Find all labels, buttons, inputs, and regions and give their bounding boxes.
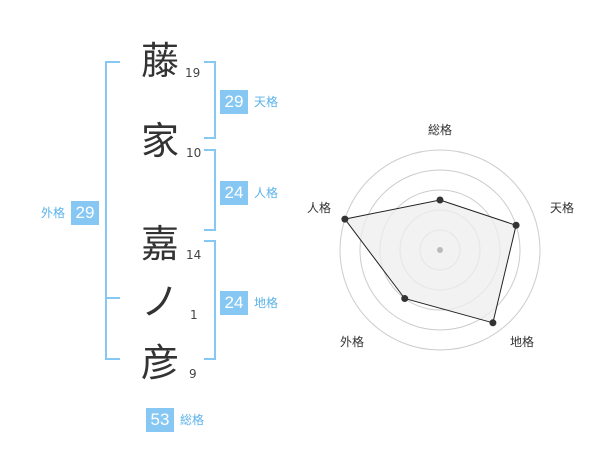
radar-label-chikaku: 地格 (510, 335, 535, 349)
tenkaku-group: 29 天格 (220, 90, 278, 114)
gaikaku-group: 外格 29 (41, 201, 100, 225)
name-char-2: 家 (140, 119, 179, 163)
stroke-count-2: 10 (186, 146, 202, 160)
stroke-count-1: 19 (185, 66, 201, 80)
radar-label-tenkaku: 天格 (550, 201, 575, 215)
radar-series-polygon (344, 199, 517, 324)
chikaku-bracket (204, 240, 216, 360)
gaikaku-bracket (105, 61, 120, 360)
radar-point-2 (512, 221, 520, 229)
stroke-count-4: 1 (190, 308, 198, 322)
radar-point-5 (341, 215, 349, 223)
chikaku-label: 地格 (254, 296, 279, 310)
soukaku-group: 53 総格 (146, 408, 204, 432)
radar-point-1 (436, 196, 444, 204)
stroke-count-3: 14 (186, 248, 202, 262)
chikaku-group: 24 地格 (220, 291, 278, 315)
radar-label-gaikaku: 外格 (340, 335, 365, 349)
stroke-count-5: 9 (189, 367, 197, 381)
gaikaku-label: 外格 (41, 206, 66, 220)
jinkaku-group: 24 人格 (220, 181, 278, 205)
radar-label-jinkaku: 人格 (307, 201, 332, 215)
chikaku-value-badge: 24 (220, 291, 248, 315)
soukaku-value-badge: 53 (146, 408, 174, 432)
radar-center-dot (437, 247, 443, 253)
tenkaku-label: 天格 (254, 95, 279, 109)
radar-label-soukaku: 総格 (428, 123, 453, 137)
jinkaku-label: 人格 (254, 186, 279, 200)
name-char-4: ノ (140, 280, 179, 324)
gaikaku-value-badge: 29 (71, 201, 100, 225)
jinkaku-value-badge: 24 (220, 181, 248, 205)
name-char-5: 彦 (140, 341, 179, 385)
name-char-1: 藤 (140, 39, 179, 83)
gaikaku-bracket-tick (105, 297, 120, 299)
name-char-3: 嘉 (140, 222, 179, 266)
jinkaku-bracket (204, 149, 216, 231)
radar-point-4 (401, 295, 409, 303)
soukaku-label: 総格 (180, 413, 205, 427)
tenkaku-value-badge: 29 (220, 90, 248, 114)
radar-point-3 (489, 319, 497, 327)
radar-ring (359, 169, 521, 331)
tenkaku-bracket (204, 61, 216, 139)
